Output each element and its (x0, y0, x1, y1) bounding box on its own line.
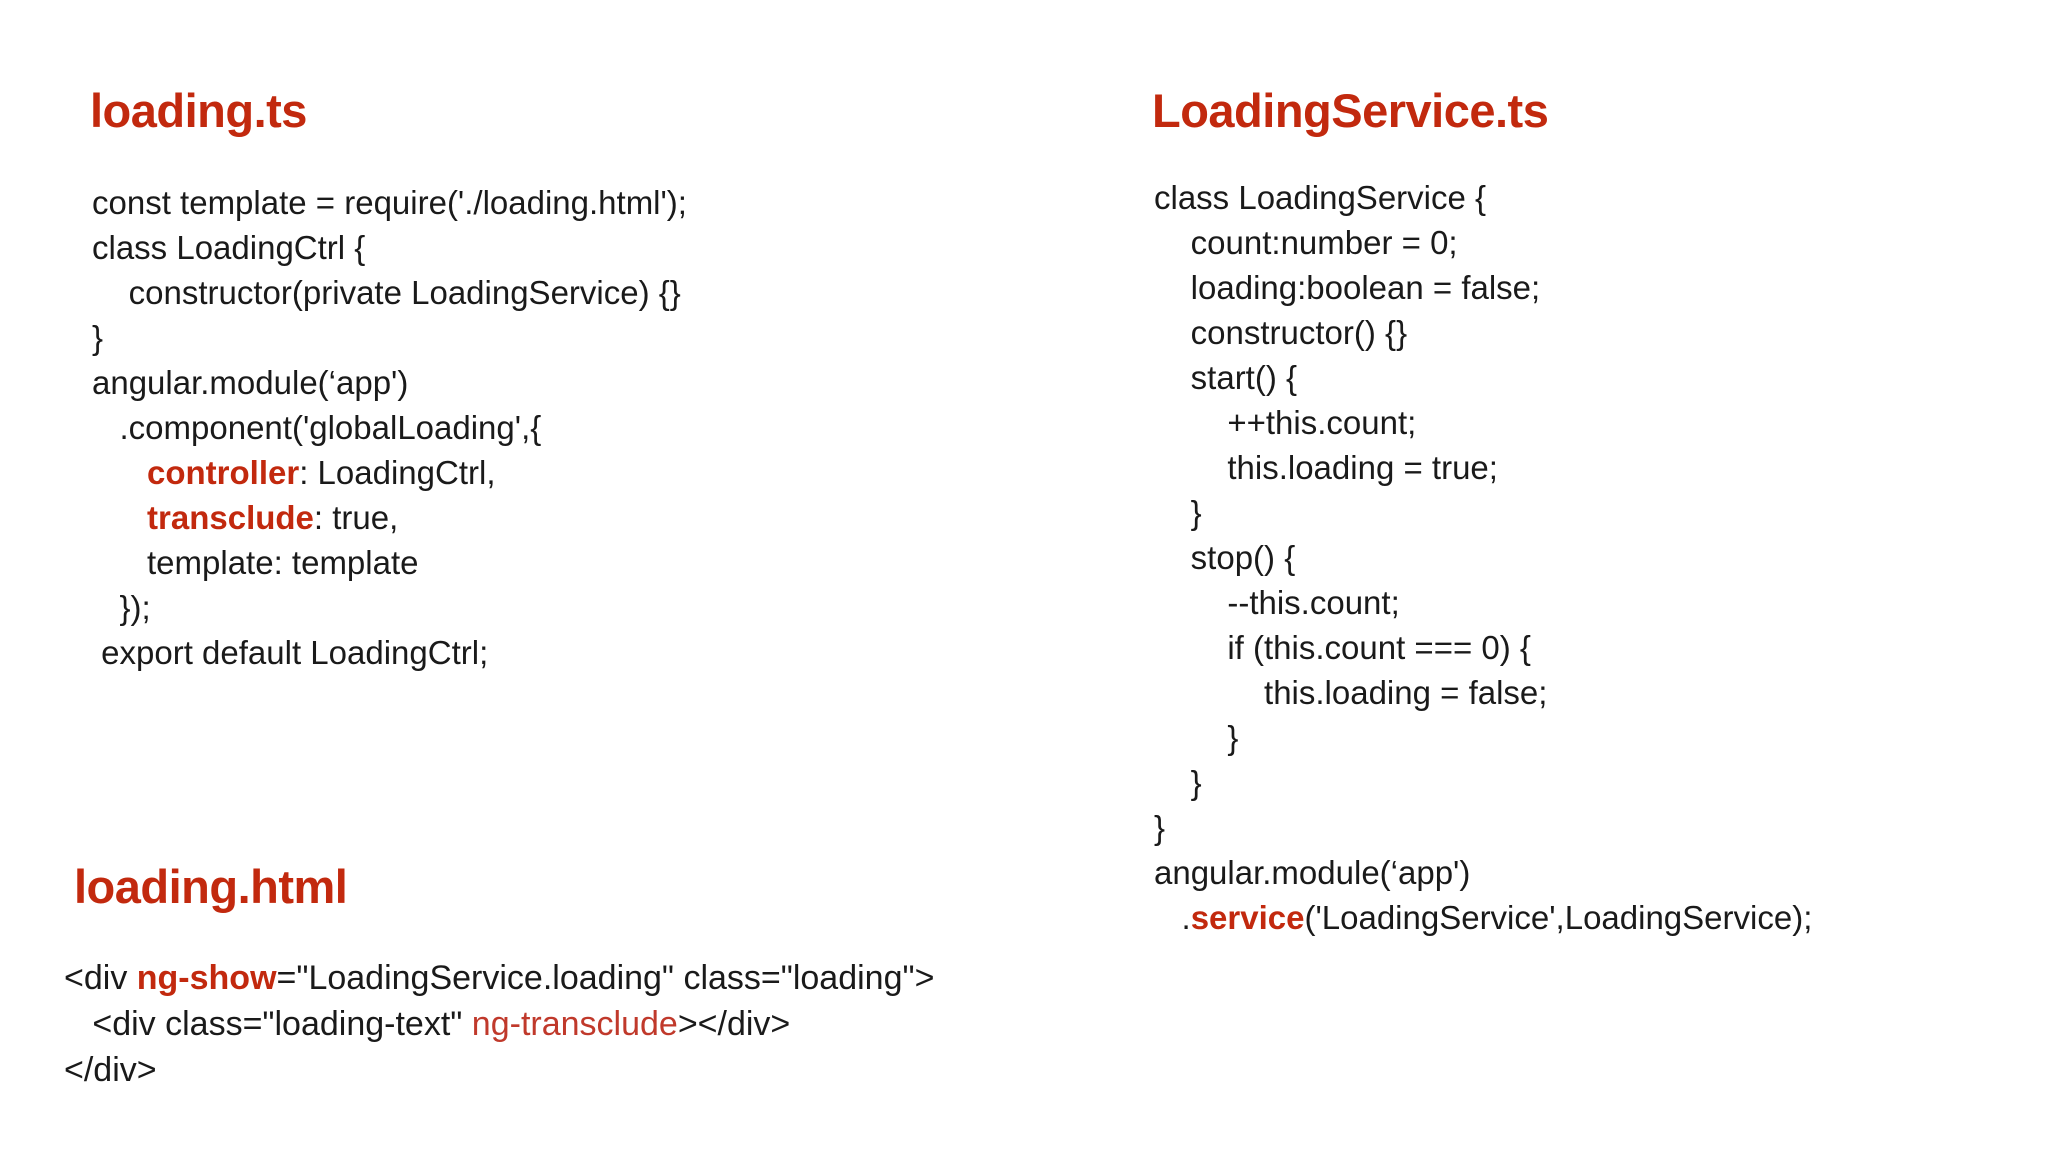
code-text: start() { (1154, 359, 1298, 396)
code-line: .service('LoadingService',LoadingService… (1154, 895, 1813, 940)
code-text: this.loading = true; (1154, 449, 1498, 486)
code-text: } (1154, 809, 1166, 846)
code-line: template: template (92, 540, 687, 585)
code-line: class LoadingService { (1154, 175, 1812, 220)
code-text: count:number = 0; (1154, 224, 1458, 261)
code-line: } (1154, 715, 1812, 760)
file-heading-loading-ts: loading.ts (90, 84, 307, 137)
code-text: this.loading = false; (1154, 674, 1548, 711)
code-line: angular.module(‘app') (1154, 850, 1812, 895)
code-line: if (this.count === 0) { (1154, 625, 1812, 670)
code-line: .component('globalLoading',{ (92, 405, 687, 450)
code-text: . (1154, 899, 1191, 936)
file-heading-loading-html: loading.html (74, 860, 348, 913)
code-keyword: controller (147, 454, 300, 491)
code-text: export default LoadingCtrl; (92, 634, 489, 671)
code-text: template: template (92, 544, 419, 581)
code-text: }); (92, 589, 151, 626)
code-text: } (1154, 719, 1239, 756)
code-line: ++this.count; (1154, 400, 1812, 445)
code-line: stop() { (1154, 535, 1812, 580)
code-text: : LoadingCtrl, (299, 454, 496, 491)
code-text: ></div> (677, 1005, 791, 1043)
code-text: </div> (64, 1051, 157, 1089)
code-block-loading-html: <div ng-show="LoadingService.loading" cl… (64, 955, 934, 1093)
code-text: ++this.count; (1154, 404, 1417, 441)
code-block-loading-service-ts: class LoadingService { count:number = 0;… (1154, 175, 1812, 940)
code-line: <div ng-show="LoadingService.loading" cl… (64, 955, 934, 1001)
code-line: </div> (64, 1047, 934, 1093)
code-text: class LoadingCtrl { (92, 229, 366, 266)
code-text: constructor(private LoadingService) {} (92, 274, 681, 311)
code-text: <div class="loading-text" (64, 1005, 472, 1043)
code-text: constructor() {} (1154, 314, 1408, 351)
code-line: constructor(private LoadingService) {} (92, 270, 687, 315)
code-text: angular.module(‘app') (92, 364, 409, 401)
right-column: LoadingService.ts class LoadingService {… (1152, 0, 2032, 1152)
code-line: this.loading = false; (1154, 670, 1812, 715)
code-line: export default LoadingCtrl; (92, 630, 687, 675)
code-line: angular.module(‘app') (92, 360, 687, 405)
code-text: const template = require('./loading.html… (92, 184, 687, 221)
code-text: .component('globalLoading',{ (92, 409, 542, 446)
code-line: loading:boolean = false; (1154, 265, 1812, 310)
code-line: const template = require('./loading.html… (92, 180, 687, 225)
code-text: } (92, 319, 104, 356)
code-line: start() { (1154, 355, 1812, 400)
code-text: class LoadingService { (1154, 179, 1487, 216)
code-keyword-light: ng-transclude (471, 1005, 678, 1043)
code-line: class LoadingCtrl { (92, 225, 687, 270)
code-text: angular.module(‘app') (1154, 854, 1471, 891)
code-text: <div (64, 959, 137, 997)
code-line: constructor() {} (1154, 310, 1812, 355)
code-text: ="LoadingService.loading" class="loading… (276, 959, 935, 997)
code-line: } (1154, 805, 1812, 850)
code-line: } (1154, 490, 1812, 535)
code-line: } (92, 315, 687, 360)
code-text: : true, (313, 499, 399, 536)
code-line: <div class="loading-text" ng-transclude>… (64, 1001, 934, 1047)
code-line: count:number = 0; (1154, 220, 1812, 265)
code-line: --this.count; (1154, 580, 1812, 625)
left-column: loading.ts const template = require('./l… (64, 0, 1154, 1152)
code-text: ('LoadingService',LoadingService); (1304, 899, 1813, 936)
code-text: if (this.count === 0) { (1154, 629, 1531, 666)
code-text: } (1154, 764, 1202, 801)
code-line: this.loading = true; (1154, 445, 1812, 490)
code-line: transclude: true, (92, 495, 687, 540)
code-keyword: ng-show (136, 959, 277, 997)
code-keyword: transclude (147, 499, 314, 536)
code-keyword: service (1190, 899, 1305, 936)
file-heading-loading-service-ts: LoadingService.ts (1152, 84, 1549, 137)
code-text: --this.count; (1154, 584, 1400, 621)
code-line: }); (92, 585, 687, 630)
code-text (92, 499, 147, 536)
code-line: } (1154, 760, 1812, 805)
code-block-loading-ts: const template = require('./loading.html… (92, 180, 687, 675)
code-text: } (1154, 494, 1202, 531)
code-text: loading:boolean = false; (1154, 269, 1541, 306)
code-line: controller: LoadingCtrl, (92, 450, 687, 495)
code-text: stop() { (1154, 539, 1296, 576)
code-text (92, 454, 147, 491)
